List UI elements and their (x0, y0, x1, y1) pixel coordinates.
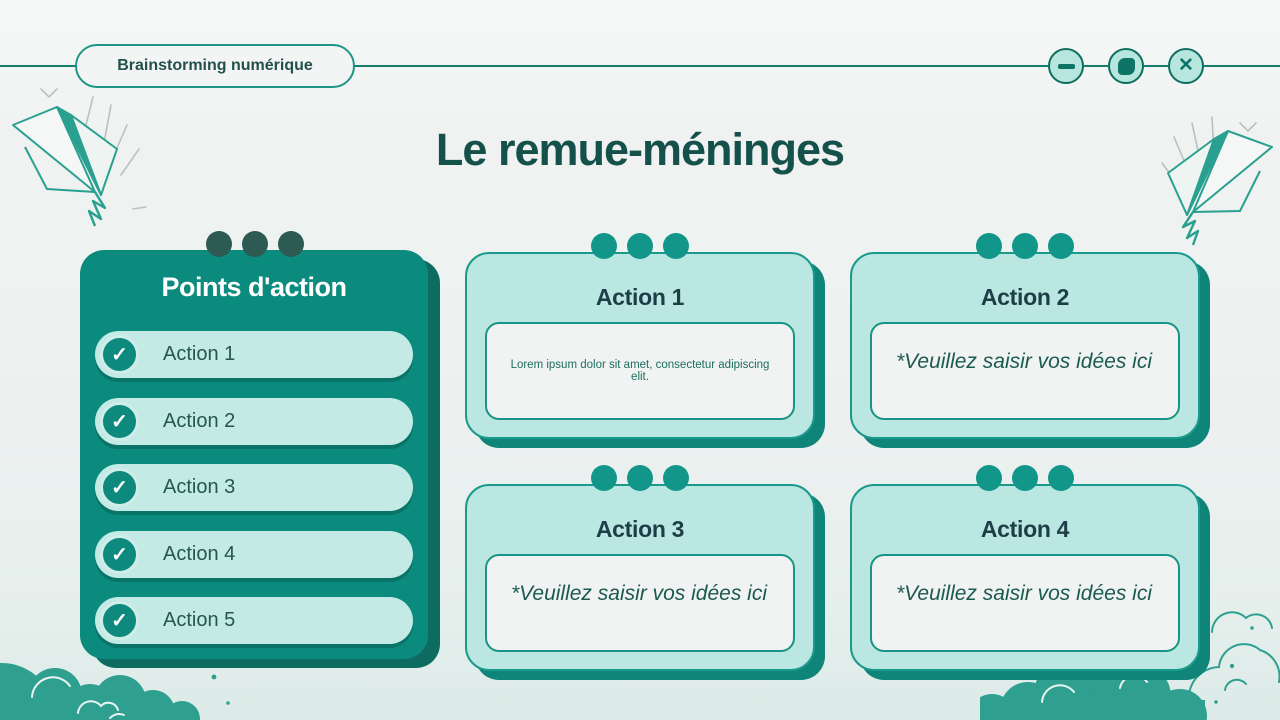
page-title: Le remue-méninges (435, 124, 845, 175)
check-icon[interactable]: ✓ (100, 601, 139, 640)
card-title: Action 4 (980, 516, 1070, 542)
action-card-1[interactable]: Action 1 Lorem ipsum dolor sit amet, con… (465, 233, 815, 439)
checklist-item-1[interactable]: ✓ Action 1 (95, 331, 413, 378)
action-card-3[interactable]: Action 3 *Veuillez saisir vos idées ici (465, 465, 815, 671)
card-body-text: Lorem ipsum dolor sit amet, consectetur … (510, 359, 770, 383)
panel-title: Points d'action (161, 272, 347, 302)
shape-icon (1117, 57, 1135, 75)
card-title: Action 3 (595, 516, 685, 542)
window-title-tab[interactable]: Brainstorming numérique (75, 44, 355, 88)
maximize-button[interactable] (1108, 48, 1144, 84)
card-dots (591, 233, 689, 259)
card-text-box[interactable]: *Veuillez saisir vos idées ici (485, 554, 795, 652)
checklist-item-5[interactable]: ✓ Action 5 (95, 597, 413, 644)
card-title: Action 1 (595, 284, 685, 310)
checklist-item-label: Action 2 (163, 410, 236, 432)
check-icon[interactable]: ✓ (100, 535, 139, 574)
action-points-panel: Points d'action ✓ Action 1 ✓ Action 2 ✓ … (80, 250, 428, 659)
header-divider-line (0, 65, 1280, 67)
checklist-item-2[interactable]: ✓ Action 2 (95, 398, 413, 445)
check-icon[interactable]: ✓ (100, 402, 139, 441)
checklist-item-label: Action 5 (163, 609, 236, 631)
checklist-item-label: Action 4 (163, 543, 236, 565)
card-text-box[interactable]: *Veuillez saisir vos idées ici (870, 554, 1180, 652)
card-dots (976, 233, 1074, 259)
minimize-button[interactable] (1048, 48, 1084, 84)
window-title-label: Brainstorming numérique (117, 57, 313, 74)
card-text-box[interactable]: *Veuillez saisir vos idées ici (870, 322, 1180, 420)
checklist-item-3[interactable]: ✓ Action 3 (95, 464, 413, 511)
card-dots (976, 465, 1074, 491)
minimize-icon (1057, 63, 1075, 69)
card-title: Action 2 (980, 284, 1070, 310)
checklist-item-label: Action 3 (163, 476, 236, 498)
card-placeholder-text: *Veuillez saisir vos idées ici (511, 582, 767, 605)
action-card-4[interactable]: Action 4 *Veuillez saisir vos idées ici (850, 465, 1200, 671)
card-text-box[interactable]: Lorem ipsum dolor sit amet, consectetur … (485, 322, 795, 420)
card-placeholder-text: *Veuillez saisir vos idées ici (896, 582, 1152, 605)
card-placeholder-text: *Veuillez saisir vos idées ici (896, 350, 1152, 373)
checklist-item-label: Action 1 (163, 343, 236, 365)
check-icon[interactable]: ✓ (100, 468, 139, 507)
checklist-item-4[interactable]: ✓ Action 4 (95, 531, 413, 578)
card-dots (591, 465, 689, 491)
close-button[interactable]: ✕ (1168, 48, 1204, 84)
close-icon: ✕ (1178, 54, 1194, 76)
panel-dots (206, 231, 304, 257)
check-icon[interactable]: ✓ (100, 335, 139, 374)
action-card-2[interactable]: Action 2 *Veuillez saisir vos idées ici (850, 233, 1200, 439)
